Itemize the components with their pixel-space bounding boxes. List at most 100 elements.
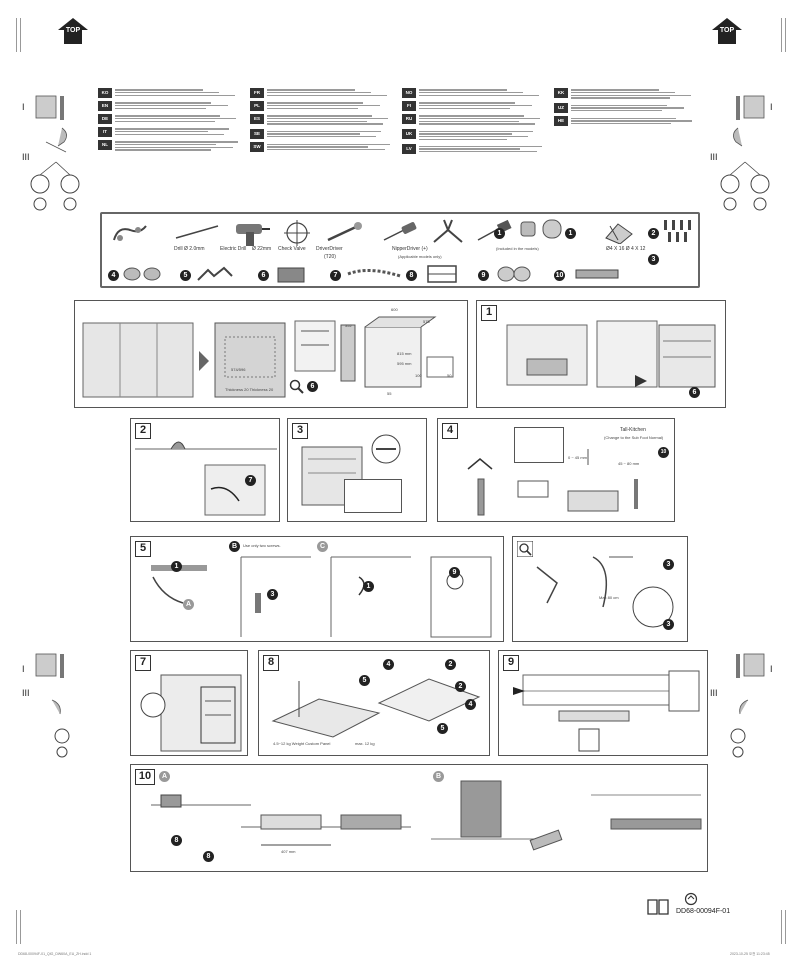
item-number-5b: 5 bbox=[437, 723, 448, 734]
detail-illustration bbox=[536, 556, 674, 628]
range-0-45: 0 ~ 45 mm bbox=[568, 455, 588, 460]
step-4-panel: 4 Tall-Kitchen (Change to the Sub Foot N… bbox=[437, 418, 675, 522]
step-3-callout bbox=[344, 479, 402, 513]
check-valve-icon bbox=[327, 222, 362, 242]
step-1-panel: 1 6 bbox=[476, 300, 726, 408]
language-code: FR bbox=[250, 88, 264, 98]
instruction-text-lines bbox=[115, 101, 240, 110]
a-label: A bbox=[183, 599, 194, 610]
step-number: 7 bbox=[135, 655, 151, 671]
top-badge-left: TOP bbox=[58, 18, 88, 44]
intro-illustration bbox=[82, 316, 454, 398]
driver-sub-label: (T20) bbox=[324, 254, 336, 260]
step-4-callout bbox=[514, 427, 564, 463]
language-block: KK bbox=[554, 88, 696, 100]
document-code: DD68-00094F-01 bbox=[676, 908, 731, 915]
crosshair-label: Ø 22mm bbox=[252, 246, 272, 252]
language-block: UK bbox=[402, 129, 544, 141]
item-number-5: 5 bbox=[359, 675, 370, 686]
instruction-text-lines bbox=[115, 140, 240, 152]
item-number-8: 8 bbox=[406, 270, 417, 281]
check-valve-label: Check Valve bbox=[278, 246, 306, 252]
instruction-text-lines bbox=[267, 129, 392, 138]
item-number-4: 4 bbox=[383, 659, 394, 670]
dim-width-575: 575 bbox=[423, 319, 430, 324]
thickness-label: Thickness 20 Thickness 20 bbox=[225, 387, 274, 392]
included-note: (Included in the models) bbox=[496, 246, 539, 251]
item-number-4: 4 bbox=[108, 270, 119, 281]
roman-one: I bbox=[770, 664, 773, 674]
language-code: FI bbox=[402, 101, 416, 111]
instruction-text-lines bbox=[419, 101, 544, 110]
item-number-8: 8 bbox=[171, 835, 182, 846]
step-7-illustration bbox=[140, 674, 242, 752]
instruction-text-lines bbox=[267, 101, 392, 110]
item-number-2: 2 bbox=[648, 228, 659, 239]
step-9-illustration bbox=[513, 670, 700, 752]
item-number-1b: 1 bbox=[565, 228, 576, 239]
item-number-6: 6 bbox=[689, 387, 700, 398]
language-code: HE bbox=[554, 116, 568, 127]
item-number-1: 1 bbox=[171, 561, 182, 572]
imprint-right: 2023-10-25 오전 11:23:45 bbox=[730, 952, 770, 956]
top-label: TOP bbox=[65, 27, 81, 34]
language-block: UZ bbox=[554, 103, 696, 114]
dim-height-595: 595 mm bbox=[397, 361, 412, 366]
item-number-3: 3 bbox=[648, 254, 659, 265]
screwdriver-icon bbox=[383, 222, 417, 241]
language-block: SE bbox=[250, 129, 392, 140]
rail-icon bbox=[575, 269, 619, 279]
step-number: 4 bbox=[442, 423, 458, 439]
language-block: FI bbox=[402, 101, 544, 111]
a-label: A bbox=[159, 771, 170, 782]
item-number-2b: 2 bbox=[455, 681, 466, 692]
tape-strip-icon bbox=[347, 269, 401, 278]
crosshair-icon bbox=[284, 220, 310, 246]
crop-mark bbox=[781, 18, 782, 52]
language-block: NO bbox=[402, 88, 544, 98]
step-8-panel: 8 4 2 5 2 4 5 4.5~12 kg Weight Custom Pa… bbox=[258, 650, 490, 756]
side-illustration-top-left: I III bbox=[22, 92, 90, 212]
dim-width-552: 552 bbox=[345, 323, 352, 328]
language-code: UZ bbox=[554, 103, 568, 114]
side-illustration-bottom-left: I III bbox=[22, 650, 90, 760]
b-text: Use only two screws. bbox=[243, 543, 281, 548]
instruction-text-lines bbox=[267, 142, 392, 151]
range-45-80: 45 ~ 80 mm bbox=[618, 461, 640, 466]
language-code: IT bbox=[98, 127, 112, 137]
foot-cap-icon bbox=[123, 267, 161, 281]
instruction-text-lines bbox=[115, 127, 240, 136]
imprint-left: DD68-00094F-01_QIG_DW60A_EU_ZH.indd 1 bbox=[18, 952, 92, 956]
screw-set-icon bbox=[664, 220, 691, 242]
language-block: DE bbox=[98, 114, 240, 124]
step-5-illustration bbox=[151, 556, 492, 638]
step-number: 10 bbox=[135, 769, 155, 785]
recycle-icon bbox=[684, 892, 698, 906]
language-code: RU bbox=[402, 114, 416, 124]
nipper-label: NipperDriver (+) bbox=[392, 246, 428, 252]
dim-55: 55 bbox=[387, 391, 392, 396]
drill-label: Drill Ø 2.0mm bbox=[174, 246, 205, 252]
language-code: UK bbox=[402, 129, 416, 140]
item-number-10: 10 bbox=[658, 447, 669, 458]
dim-50: 50 bbox=[447, 373, 452, 378]
roman-three: III bbox=[710, 688, 718, 698]
hinge-part-icon bbox=[197, 266, 233, 281]
step-7-panel: 7 bbox=[130, 650, 248, 756]
step-2-panel: 2 7 bbox=[130, 418, 280, 522]
language-code: PL bbox=[250, 101, 264, 111]
step-3-panel: 3 bbox=[287, 418, 427, 522]
panel-strip-icon bbox=[277, 267, 305, 283]
language-code: SW bbox=[250, 142, 264, 153]
roman-one: I bbox=[770, 102, 773, 112]
language-code: NL bbox=[98, 140, 112, 150]
step-number: 9 bbox=[503, 655, 519, 671]
top-arrow-icon bbox=[712, 18, 742, 44]
dim-407: 407 mm bbox=[281, 849, 296, 854]
detail-panel: Max 80 cm 3 3 bbox=[512, 536, 688, 642]
crop-mark bbox=[20, 18, 21, 52]
instruction-text-lines bbox=[419, 114, 544, 126]
magnifier-icon bbox=[517, 541, 533, 557]
instruction-text-lines bbox=[115, 114, 240, 123]
panel-size-label: 574/596 bbox=[231, 367, 246, 372]
